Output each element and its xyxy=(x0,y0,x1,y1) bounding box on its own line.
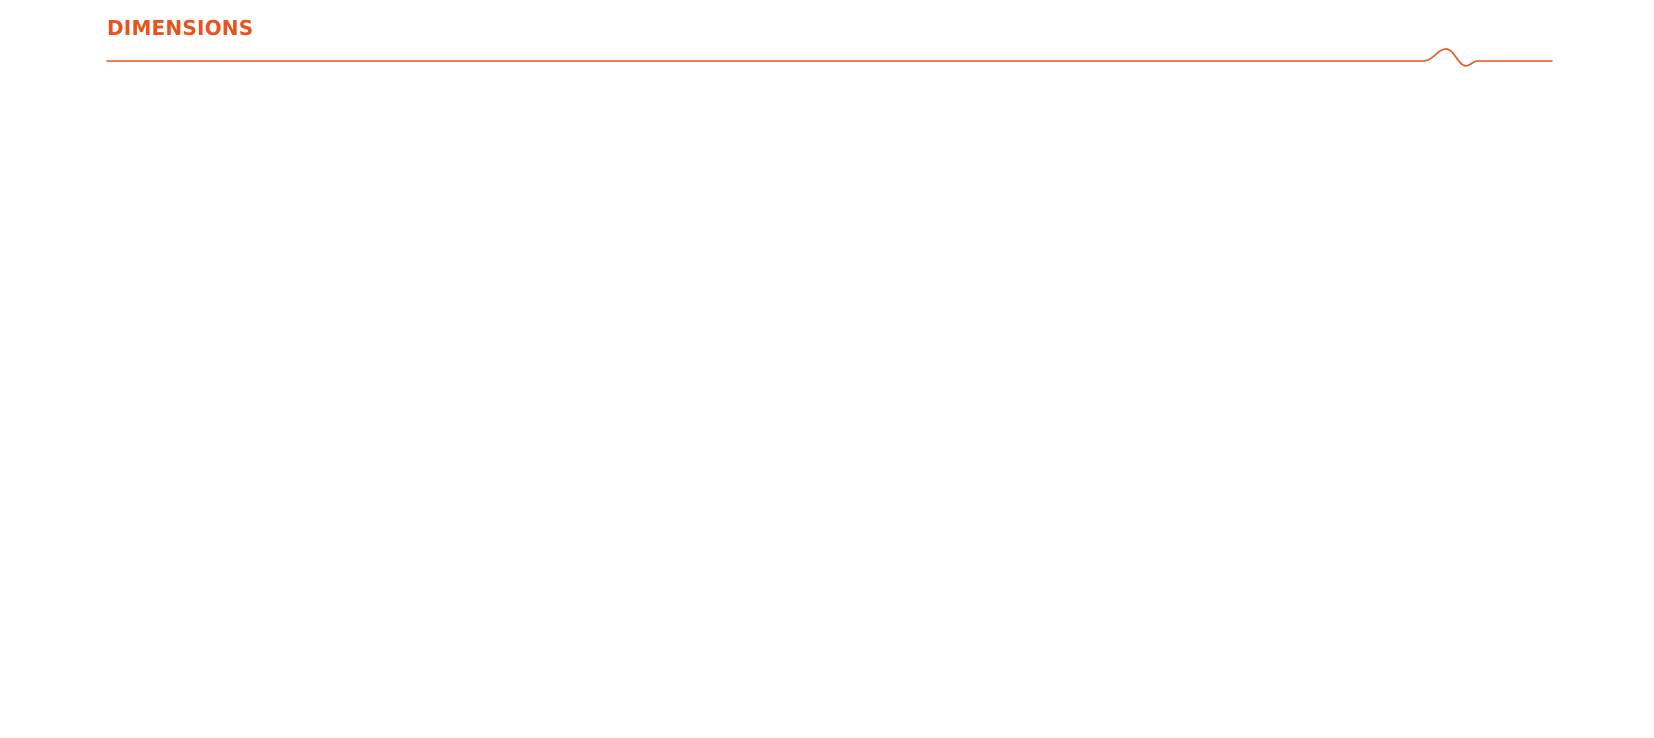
dimensions-content xyxy=(107,70,1552,710)
section-title: DIMENSIONS xyxy=(107,16,254,40)
wave-line-icon xyxy=(106,48,1553,67)
section-header: DIMENSIONS xyxy=(106,12,1553,67)
